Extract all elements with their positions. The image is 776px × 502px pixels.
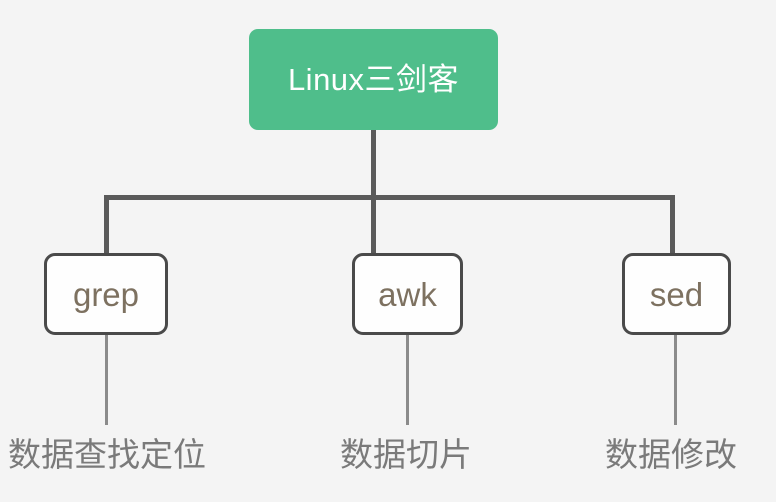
connector-drop-sed	[670, 195, 675, 254]
child-node-sed[interactable]: sed	[622, 253, 731, 335]
caption-grep: 数据查找定位	[8, 436, 206, 473]
child-node-label-awk: awk	[378, 275, 437, 313]
connector-drop-awk	[371, 195, 376, 254]
child-node-awk[interactable]: awk	[352, 253, 463, 335]
connector-drop-grep	[104, 195, 109, 254]
connector-horizontal-bus	[104, 195, 675, 200]
stem-grep-to-caption	[105, 335, 108, 425]
child-node-label-grep: grep	[72, 275, 140, 313]
root-node-linux-sanjianke[interactable]: Linux三剑客	[249, 29, 498, 130]
root-node-label: Linux三剑客	[287, 62, 460, 97]
child-node-grep[interactable]: grep	[44, 253, 168, 335]
connector-trunk-vertical	[371, 130, 376, 199]
stem-sed-to-caption	[674, 335, 677, 425]
caption-sed: 数据修改	[605, 436, 737, 473]
caption-awk: 数据切片	[340, 436, 472, 473]
child-node-label-sed: sed	[649, 275, 704, 313]
stem-awk-to-caption	[406, 335, 409, 425]
